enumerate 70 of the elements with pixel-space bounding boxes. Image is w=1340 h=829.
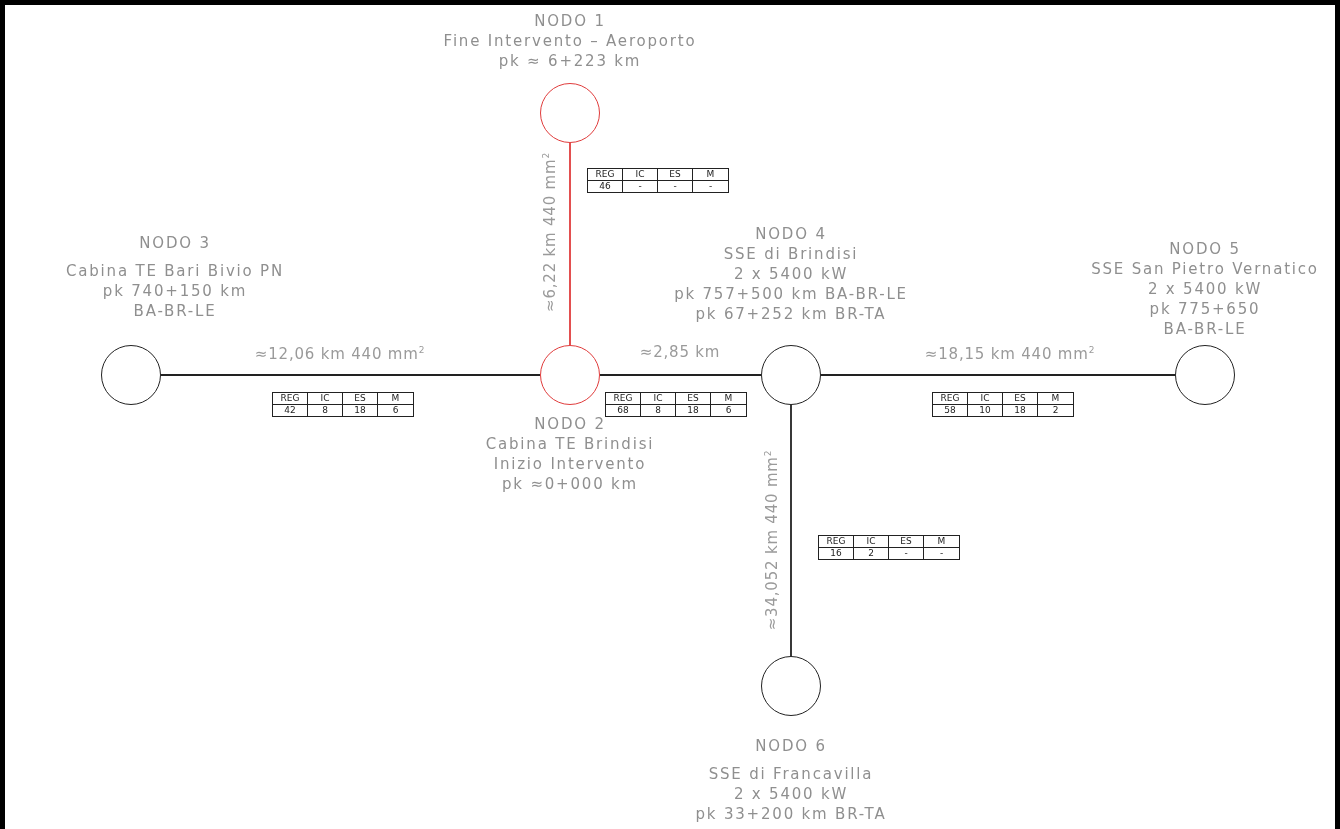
node-heading: NODO 1: [534, 11, 606, 31]
table-cell-text: 6: [391, 405, 400, 416]
table-cell: REG: [819, 536, 854, 548]
table-cell: ES: [343, 393, 378, 405]
table-cell: IC: [641, 393, 676, 405]
node-description: pk 33+200 km BR-TA: [695, 804, 887, 824]
node-description: SSE di Francavilla: [708, 764, 874, 784]
table-cell: IC: [623, 169, 658, 181]
table-cell: 2: [854, 548, 889, 559]
table-cell: REG: [933, 393, 968, 405]
node-description: SSE di Brindisi: [723, 244, 859, 264]
node-description: Cabina TE Bari Bivio PN: [66, 261, 284, 281]
table-cell: 46: [588, 181, 623, 192]
table-cell-text: -: [707, 181, 714, 192]
table-cell: -: [623, 181, 658, 192]
table-cell: 58: [933, 405, 968, 416]
node-heading: NODO 4: [755, 224, 827, 244]
table-cell: -: [889, 548, 924, 559]
node-description: pk ≈0+000 km: [502, 474, 638, 494]
table-cell-text: -: [938, 548, 945, 559]
table-cell-text: 6: [724, 405, 733, 416]
table-cell: M: [693, 169, 728, 181]
node-description: SSE San Pietro Vernatico: [1091, 259, 1319, 279]
node-description: pk 67+252 km BR-TA: [695, 304, 887, 324]
table-cell-text: 2: [1051, 405, 1060, 416]
table-cell: REG: [273, 393, 308, 405]
table-cell: 8: [308, 405, 343, 416]
table-cell: IC: [308, 393, 343, 405]
table-cell: ES: [676, 393, 711, 405]
table-cell: 18: [343, 405, 378, 416]
table-cell: 10: [968, 405, 1003, 416]
line-connector: [790, 404, 792, 657]
table-cell: M: [378, 393, 413, 405]
table-cell: M: [924, 536, 959, 548]
node-heading: NODO 2: [534, 414, 606, 434]
table-cell: -: [658, 181, 693, 192]
table-cell: ES: [658, 169, 693, 181]
node-description: 2 x 5400 kW: [733, 784, 849, 804]
node-heading: NODO 5: [1169, 239, 1241, 259]
table-cell: REG: [606, 393, 641, 405]
table-cell: M: [711, 393, 746, 405]
table-cell: 18: [1003, 405, 1038, 416]
table-cell: M: [1038, 393, 1073, 405]
table-cell: ES: [1003, 393, 1038, 405]
table-cell: 68: [606, 405, 641, 416]
table-cell: 18: [676, 405, 711, 416]
line-connector: [820, 374, 1176, 376]
node-description: Inizio Intervento: [493, 454, 647, 474]
node-description: 2 x 5400 kW: [733, 264, 849, 284]
node-description: BA-BR-LE: [1163, 319, 1247, 339]
node-description: BA-BR-LE: [133, 301, 217, 321]
node-description: pk ≈ 6+223 km: [498, 51, 642, 71]
node-heading: NODO 6: [755, 736, 827, 756]
node-heading: NODO 3: [139, 233, 211, 253]
table-cell: ES: [889, 536, 924, 548]
line-connector: [160, 374, 541, 376]
node-description: Cabina TE Brindisi: [485, 434, 655, 454]
node-description: pk 757+500 km BA-BR-LE: [674, 284, 908, 304]
table-cell: REG: [588, 169, 623, 181]
table-cell: 8: [641, 405, 676, 416]
node-description: pk 775+650: [1149, 299, 1261, 319]
node-description: pk 740+150 km: [102, 281, 248, 301]
table-cell: 16: [819, 548, 854, 559]
table-cell: IC: [968, 393, 1003, 405]
node-description: 2 x 5400 kW: [1147, 279, 1263, 299]
table-cell: 42: [273, 405, 308, 416]
node-description: Fine Intervento – Aeroporto: [443, 31, 697, 51]
line-connector: [569, 142, 571, 346]
line-connector: [599, 374, 762, 376]
table-cell: IC: [854, 536, 889, 548]
